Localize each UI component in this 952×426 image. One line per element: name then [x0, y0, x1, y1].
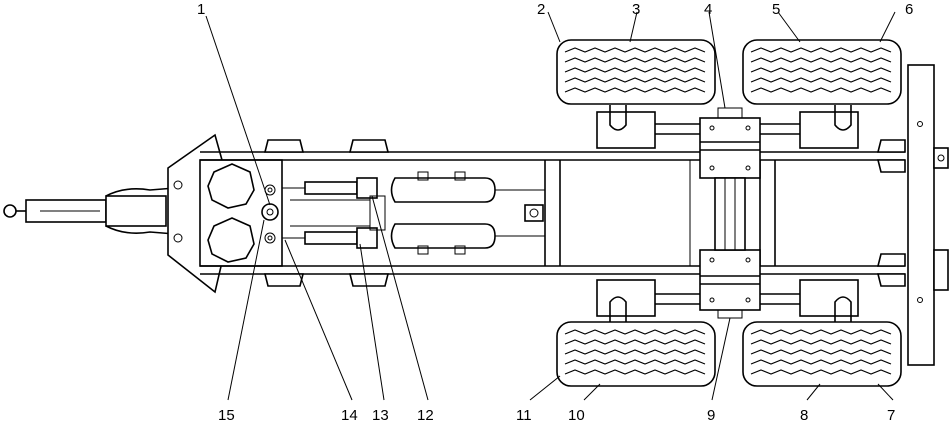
callout-1: 1	[197, 1, 205, 18]
air-tanks	[390, 171, 545, 255]
callout-labels: 1 2 3 4 5 6 7 8 9 10 11 12 13 14 15	[197, 1, 913, 424]
callout-13: 13	[372, 407, 389, 424]
callout-10: 10	[568, 407, 585, 424]
wheel-hubs	[596, 105, 859, 322]
callout-9: 9	[707, 407, 715, 424]
callout-2: 2	[537, 1, 545, 18]
callout-7: 7	[887, 407, 895, 424]
axle-center	[699, 107, 761, 319]
callout-15: 15	[218, 407, 235, 424]
frame-brackets	[263, 139, 906, 287]
rear-bumper	[907, 64, 949, 366]
tire-top-left	[556, 39, 716, 105]
leader-lines	[205, 11, 896, 401]
tire-bottom-right	[742, 321, 902, 387]
callout-14: 14	[341, 407, 358, 424]
callout-8: 8	[800, 407, 808, 424]
frame-rails	[200, 151, 905, 275]
callout-12: 12	[417, 407, 434, 424]
callout-11: 11	[516, 407, 532, 424]
callout-3: 3	[632, 1, 640, 18]
callout-6: 6	[905, 1, 913, 18]
hydraulic-block	[199, 159, 283, 267]
callout-5: 5	[772, 1, 780, 18]
tire-top-right	[742, 39, 902, 105]
tire-bottom-left	[556, 321, 716, 387]
axle-tubes	[655, 123, 800, 305]
callout-4: 4	[704, 1, 712, 18]
cylinders	[282, 177, 386, 249]
drawbar	[3, 187, 194, 235]
